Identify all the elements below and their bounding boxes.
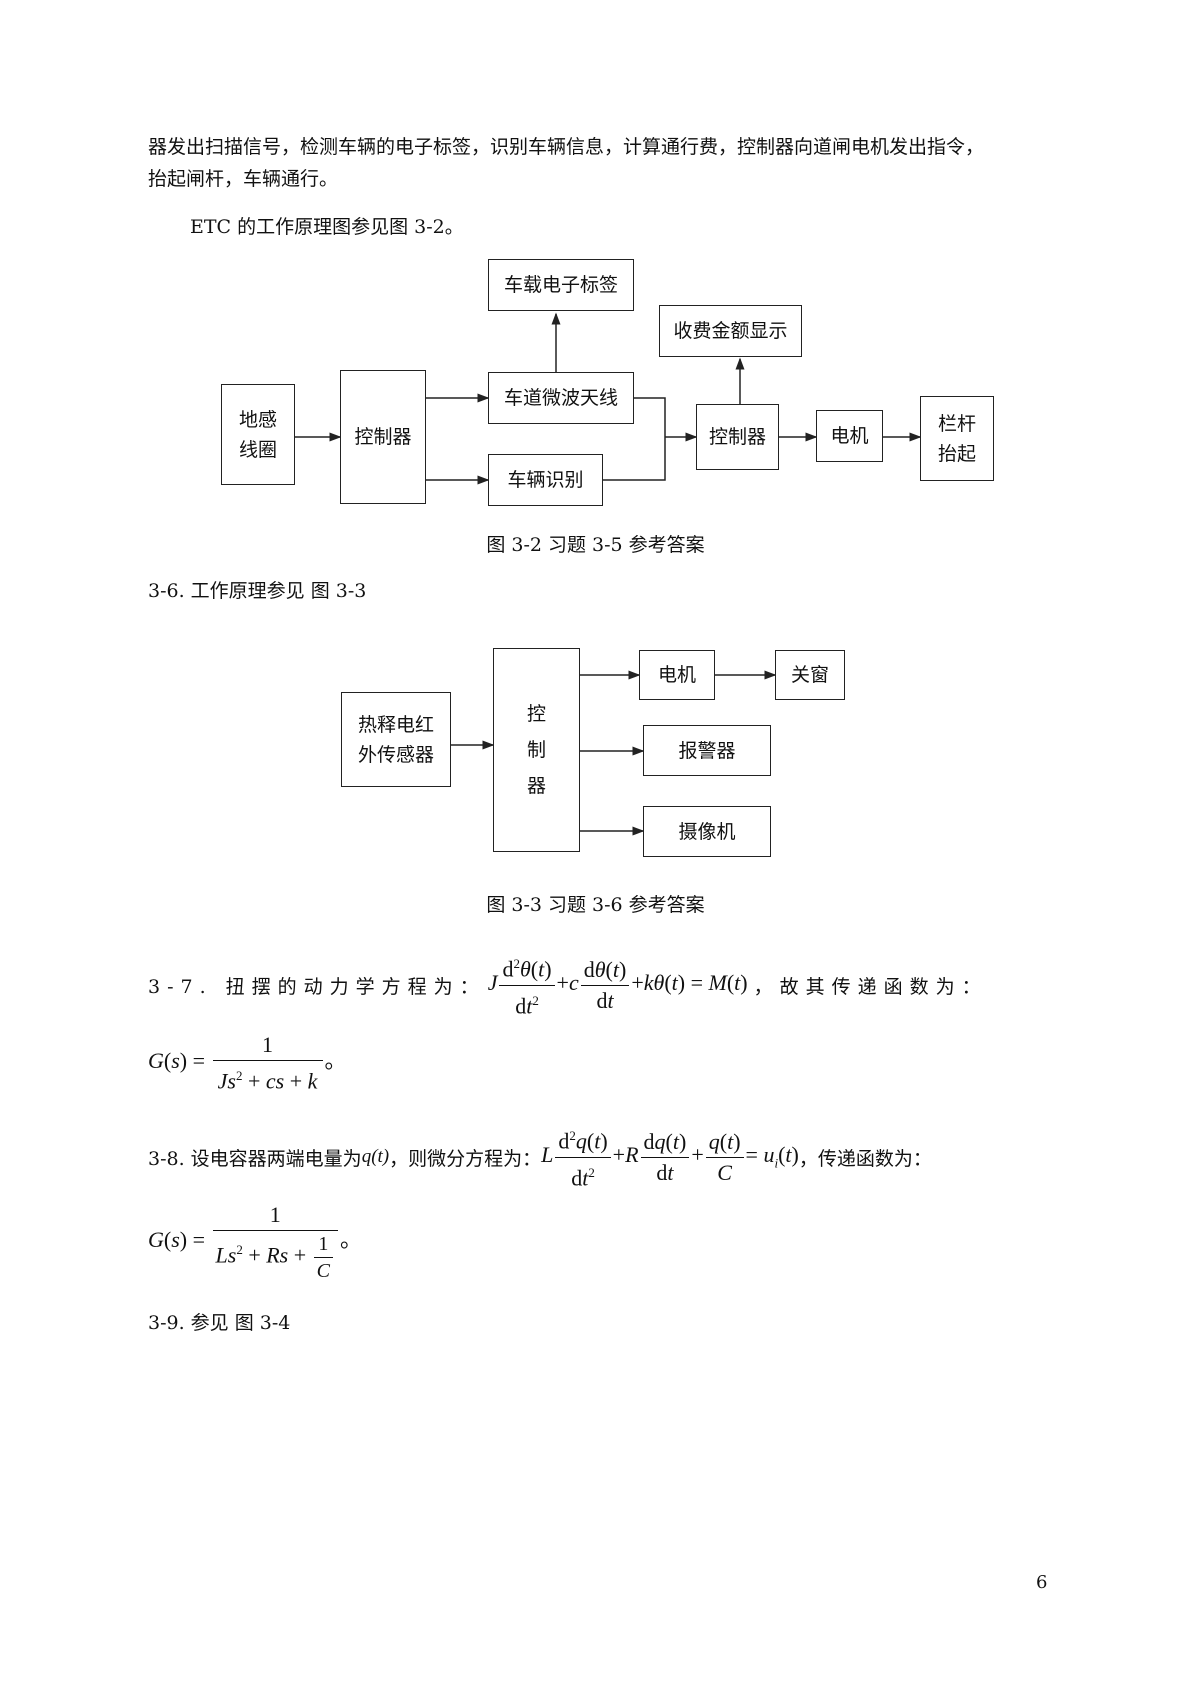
box-motor: 电机 <box>639 650 715 700</box>
item-3-8-var: q(t) <box>361 1146 390 1167</box>
item-3-8-prefix: 3-8. 设电容器两端电量为 <box>148 1147 362 1170</box>
item-3-8-middle: ，则微分方程为： <box>389 1147 542 1170</box>
figure-caption: 图 3-3 习题 3-6 参考答案 <box>486 894 705 916</box>
box-label: 线圈 <box>238 438 277 461</box>
box-motor: 电机 <box>816 410 883 462</box>
box-close-window: 关窗 <box>775 650 845 700</box>
box-controller-2: 控制器 <box>696 404 779 470</box>
box-fee-display: 收费金额显示 <box>659 305 802 357</box>
wire-recognition-to-controller2 <box>603 437 666 481</box>
box-label: 外传感器 <box>357 743 434 766</box>
figure-caption: 图 3-2 习题 3-5 参考答案 <box>486 534 705 556</box>
box-label: 栏杆 <box>937 412 976 435</box>
box-alarm: 报警器 <box>643 725 771 776</box>
paragraph-line: 器发出扫描信号，检测车辆的电子标签，识别车辆信息，计算通行费，控制器向道闸电机发… <box>148 136 985 158</box>
box-label: 器 <box>526 775 546 797</box>
box-controller-1: 控制器 <box>340 370 426 504</box>
box-lane-antenna: 车道微波天线 <box>488 372 634 424</box>
paragraph-line: 抬起闸杆，车辆通行。 <box>148 168 339 190</box>
box-vehicle-tag: 车载电子标签 <box>488 259 634 311</box>
box-controller: 控 制 器 <box>493 648 580 852</box>
page-number: 6 <box>1036 1572 1048 1593</box>
item-3-9: 3-9. 参见 图 3-4 <box>148 1312 291 1334</box>
item-3-7-suffix: ，故其传递函数为： <box>753 975 988 998</box>
box-label: 热释电红 <box>357 713 434 736</box>
item-3-6: 3-6. 工作原理参见 图 3-3 <box>148 580 367 602</box>
box-pyro-sensor: 热释电红 外传感器 <box>341 692 451 787</box>
item-3-7-prefix: 3-7. 扭摆的动力学方程为： <box>148 975 486 998</box>
box-camera: 摄像机 <box>643 806 771 857</box>
wire-antenna-to-controller2 <box>634 397 666 437</box>
box-label: 制 <box>526 739 546 761</box>
box-vehicle-recognition: 车辆识别 <box>488 454 603 506</box>
box-label: 抬起 <box>937 442 976 465</box>
box-ground-coil: 地感 线圈 <box>221 384 295 485</box>
item-3-8-suffix: ，传递函数为： <box>798 1147 932 1170</box>
box-label: 地感 <box>238 408 277 431</box>
box-barrier-raise: 栏杆 抬起 <box>920 396 994 481</box>
paragraph-line: ETC 的工作原理图参见图 3-2。 <box>190 216 464 238</box>
box-label: 控 <box>526 703 546 725</box>
